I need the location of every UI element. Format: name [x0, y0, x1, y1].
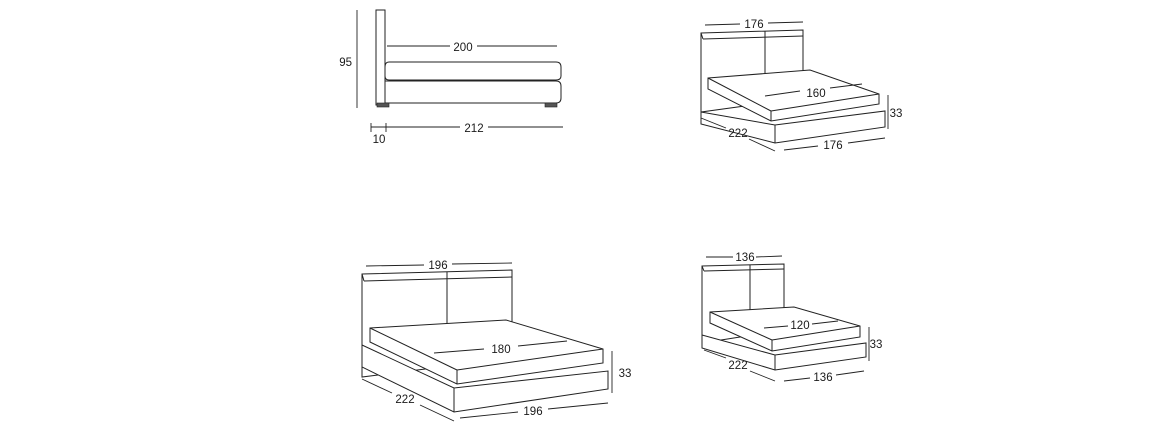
bed-176-mattress-edge-front [770, 93, 880, 112]
bed-176-base-width-label: 176 [823, 140, 842, 152]
bed-176-base-width-line-left [783, 145, 819, 151]
bed-136-mattress-width-line-left [763, 325, 789, 329]
bed-176-mattress-width-label: 160 [806, 88, 825, 100]
bed-196-top-dim-left [365, 264, 425, 267]
bed-196-headboard-edge [363, 276, 513, 282]
bed-136-top-dim-right [755, 255, 783, 258]
side-view: 95 200 212 10 [339, 9, 563, 146]
bed-136-mattress [709, 306, 861, 352]
bed-176-length-line-bottom [748, 138, 776, 152]
bed-196-base-width-line-right [547, 402, 609, 410]
bed-176-base-width-line-right [847, 137, 886, 144]
bed-176-top-dim-right [767, 21, 804, 24]
bed-136-headboard-bevel [701, 265, 705, 272]
bed-136-mattress-width-line-right [811, 320, 839, 325]
bed-196-mattress-width-line-right [517, 340, 568, 347]
bed-196-mattress [369, 319, 604, 385]
bed-196-base-width-label: 196 [523, 406, 542, 418]
side-foot-left [376, 102, 390, 108]
side-headboard [375, 9, 386, 106]
bed-136: 120 136 33 222 136 [701, 252, 883, 384]
bed-136-base-width-label: 136 [813, 372, 832, 384]
bed-196-base-width-line-left [459, 411, 519, 419]
bed-176-headboard-width-label: 176 [744, 19, 763, 31]
bed-196-mattress-width-line-left [433, 348, 485, 354]
height-label: 95 [339, 57, 352, 69]
bed-176-mattress-width-line-left [764, 90, 801, 97]
bed-196-length-label: 222 [395, 394, 414, 406]
bed-136-base-width-line-right [835, 370, 865, 376]
bed-196-mattress-edge-front [456, 348, 604, 371]
bed-196-mattress-width-label: 180 [491, 344, 510, 356]
bed-176-length-line-top [700, 117, 727, 129]
bed-136-mattress-edge-front [771, 325, 861, 341]
bed-136-length-line-top [703, 349, 727, 359]
bed-196-height-label: 33 [619, 368, 632, 380]
headboard-depth-label: 10 [373, 134, 386, 146]
bed-196-mattress-edge-side [369, 327, 458, 371]
bed-176-height-label: 33 [890, 108, 903, 120]
bed-136-headboard-edge [703, 268, 785, 272]
mattress-length-label: 200 [453, 42, 472, 54]
total-length-label: 212 [464, 123, 483, 135]
side-mattress [384, 61, 562, 81]
bed-136-headboard-width-label: 136 [735, 252, 754, 264]
side-foot-right [544, 102, 558, 108]
bed-136-mattress-width-label: 120 [790, 320, 809, 332]
bed-176-mattress-width-line-right [829, 83, 863, 89]
bed-136-base-width-line-left [783, 377, 811, 382]
bed-136-height-label: 33 [870, 339, 883, 351]
bed-136-length-label: 222 [728, 360, 747, 372]
bed-196-length-line-bottom [419, 404, 455, 422]
bed-176-mattress-edge-side [707, 77, 772, 112]
bed-196: 180 196 33 222 196 [361, 260, 632, 422]
bed-196-top-dim-right [451, 262, 513, 265]
bed-176-top-dim-left [704, 23, 741, 26]
bed-196-headboard-bevel [361, 273, 365, 282]
bed-176-headboard-edge [702, 35, 804, 40]
bed-176-mattress [707, 69, 880, 122]
bed-196-length-line-top [361, 378, 393, 394]
bed-176-length-label: 222 [728, 128, 747, 140]
bed-136-length-line-bottom [749, 370, 776, 382]
bed-176-headboard-bevel [700, 32, 704, 40]
bed-136-mattress-edge-side [709, 311, 773, 341]
bed-196-headboard-width-label: 196 [428, 260, 447, 272]
bed-176: 160 176 33 222 176 [700, 19, 903, 152]
side-base [384, 80, 562, 104]
